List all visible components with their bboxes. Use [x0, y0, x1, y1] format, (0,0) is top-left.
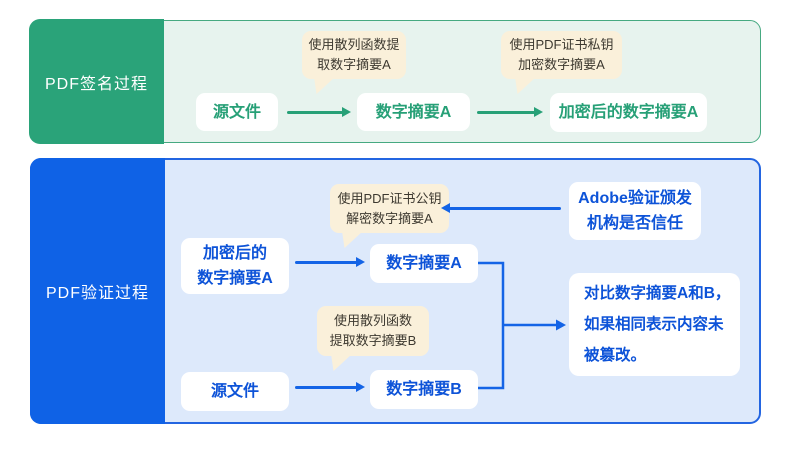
verify-process-title: PDF验证过程: [45, 285, 149, 302]
tooltip-line: 使用散列函数: [333, 313, 412, 328]
tooltip-hash-extract-b: 使用散列函数 提取数字摘要B: [317, 306, 429, 371]
node-compare-result: 对比数字摘要A和B， 如果相同表示内容未 被篡改。: [569, 273, 740, 376]
node-adobe-trust-check: Adobe验证颁发 机构是否信任: [569, 182, 701, 240]
node-digest-a-verify: 数字摘要A: [370, 244, 478, 283]
tooltip-line: 使用PDF证书私钥: [509, 37, 614, 52]
tooltip-line: 使用PDF证书公钥: [337, 190, 442, 206]
tooltip-public-key-decrypt: 使用PDF证书公钥 解密数字摘要A: [330, 184, 449, 248]
tooltip-line: 加密数字摘要A: [518, 57, 605, 72]
flow-arrow-icon: [477, 111, 535, 114]
sign-process-sidebar: PDF签名过程: [29, 19, 164, 144]
tooltip-line: 解密数字摘要A: [346, 210, 433, 226]
tooltip-private-key-encrypt: 使用PDF证书私钥 加密数字摘要A: [501, 31, 622, 94]
node-source-file-verify: 源文件: [181, 372, 289, 411]
node-encrypted-digest-a-verify: 加密后的 数字摘要A: [181, 238, 289, 294]
node-digest-b: 数字摘要B: [370, 370, 478, 409]
flow-arrow-icon: [295, 386, 357, 389]
verify-process-sidebar: PDF验证过程: [30, 158, 165, 424]
tooltip-line: 提取数字摘要B: [329, 333, 417, 348]
sign-process-title: PDF签名过程: [44, 75, 148, 93]
flow-arrow-icon: [295, 261, 357, 264]
node-encrypted-digest-a: 加密后的数字摘要A: [550, 93, 707, 132]
node-digest-a: 数字摘要A: [357, 93, 470, 131]
tooltip-line: 取数字摘要A: [317, 57, 391, 72]
flow-arrow-icon: [287, 111, 343, 114]
merge-connector-icon: [478, 261, 566, 390]
tooltip-line: 使用散列函数提: [308, 37, 400, 52]
flow-arrow-left-icon: [449, 207, 561, 210]
node-source-file: 源文件: [196, 93, 278, 131]
tooltip-hash-extract-a: 使用散列函数提 取数字摘要A: [302, 31, 406, 94]
